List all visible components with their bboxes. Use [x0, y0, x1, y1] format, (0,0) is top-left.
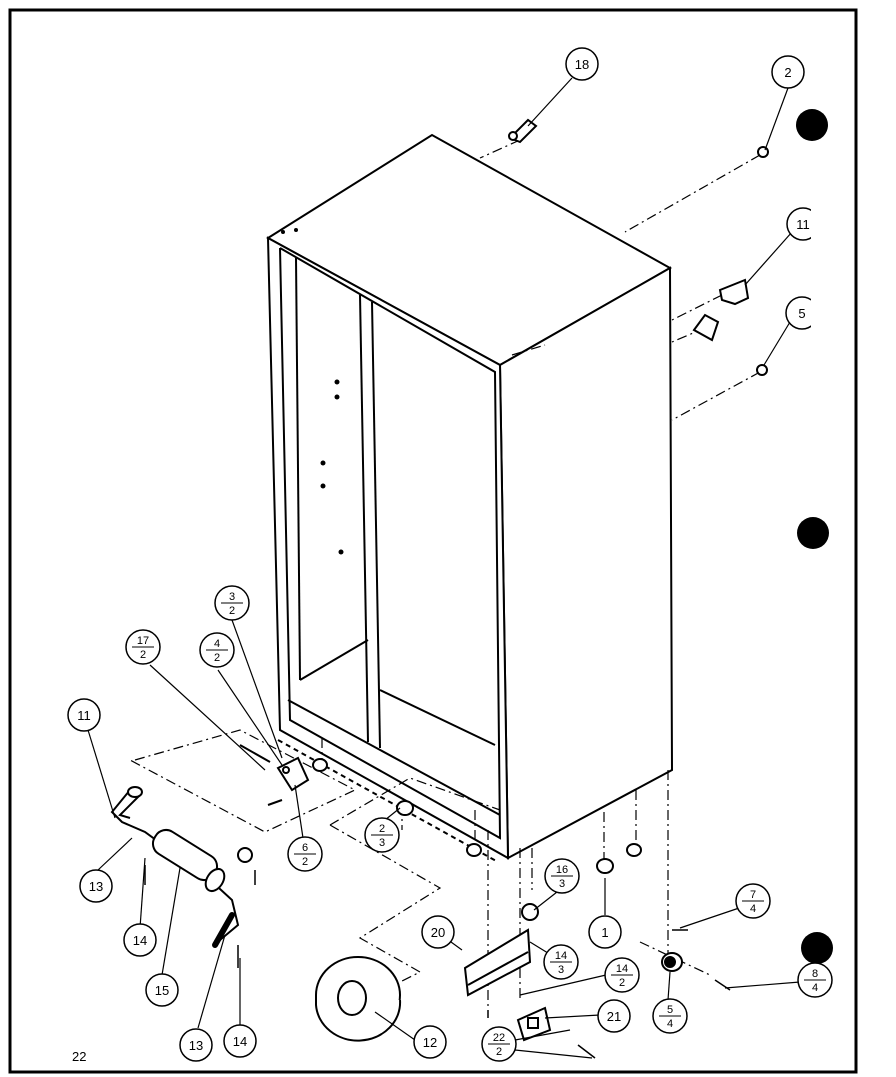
svg-text:21: 21: [607, 1009, 621, 1024]
svg-text:5: 5: [798, 306, 805, 321]
callout-14-2: 14 2: [604, 957, 640, 993]
callout-13-upper: 13: [79, 869, 113, 903]
callout-2-3: 2 3: [364, 817, 400, 853]
callout-4-2: 4 2: [199, 632, 235, 668]
registration-dot-top: [796, 109, 828, 141]
svg-text:11: 11: [796, 217, 810, 232]
svg-text:2: 2: [784, 65, 791, 80]
svg-text:11: 11: [77, 708, 91, 723]
page-border: [8, 8, 858, 1074]
svg-text:20: 20: [431, 925, 445, 940]
cabinet: [266, 133, 674, 863]
callout-14-upper: 14: [123, 923, 157, 957]
callout-17-2: 17 2: [125, 629, 161, 665]
svg-text:4: 4: [214, 638, 220, 650]
hinge-bracket-11: [692, 278, 750, 342]
callout-20: 20: [421, 915, 455, 949]
svg-text:22: 22: [493, 1032, 505, 1044]
svg-text:15: 15: [155, 983, 169, 998]
callout-13-lower: 13: [179, 1028, 213, 1062]
hinge-pin-18: [508, 118, 538, 144]
svg-text:3: 3: [229, 591, 235, 603]
svg-text:2: 2: [379, 823, 385, 835]
callout-12: 12: [413, 1025, 447, 1059]
callout-8-4: 8 4: [797, 962, 833, 998]
page-edge-mask: [811, 190, 851, 350]
svg-text:14: 14: [133, 933, 147, 948]
bolt-2-top: [757, 146, 769, 158]
svg-text:3: 3: [379, 837, 385, 849]
drain-pan-12: [315, 956, 402, 1042]
svg-text:17: 17: [137, 635, 149, 647]
screws-small: [144, 865, 731, 1059]
svg-text:2: 2: [496, 1046, 502, 1058]
svg-text:2: 2: [140, 649, 146, 661]
svg-text:2: 2: [229, 605, 235, 617]
svg-text:4: 4: [812, 982, 818, 994]
callout-5-4: 5 4: [652, 998, 688, 1034]
svg-text:2: 2: [214, 652, 220, 664]
callout-16-3: 16 3: [544, 858, 580, 894]
svg-text:13: 13: [189, 1038, 203, 1053]
cabinet-holes: [281, 228, 344, 555]
svg-text:7: 7: [750, 889, 756, 901]
callout-18: 18: [565, 47, 599, 81]
callout-6-2: 6 2: [287, 836, 323, 872]
leader-lines: [87, 77, 801, 1059]
bracket-21: [516, 1006, 552, 1042]
svg-text:3: 3: [559, 878, 565, 890]
callout-21: 21: [597, 999, 631, 1033]
callout-3-2: 3 2: [214, 585, 250, 621]
registration-dot-middle: [797, 517, 829, 549]
page-number: 22: [72, 1049, 86, 1064]
roller-5-4: [661, 952, 683, 972]
svg-text:14: 14: [616, 963, 628, 975]
svg-text:14: 14: [233, 1034, 247, 1049]
callout-14-lower: 14: [223, 1024, 257, 1058]
svg-text:14: 14: [555, 950, 567, 962]
guide-lines: [129, 139, 761, 1010]
hinge-assembly-front: [239, 744, 310, 806]
svg-text:18: 18: [575, 57, 589, 72]
callout-1: 1: [588, 915, 622, 949]
svg-text:16: 16: [556, 864, 568, 876]
callout-11-left: 11: [67, 698, 101, 732]
svg-text:3: 3: [558, 964, 564, 976]
svg-text:4: 4: [667, 1018, 673, 1030]
callout-2-top: 2: [771, 55, 805, 89]
callout-22-2: 22 2: [481, 1026, 517, 1062]
leveling-feet: [237, 758, 642, 921]
svg-text:2: 2: [619, 977, 625, 989]
screw-5-right: [756, 364, 768, 376]
callout-14-3: 14 3: [543, 944, 579, 980]
callout-7-4: 7 4: [735, 883, 771, 919]
svg-text:4: 4: [750, 903, 756, 915]
svg-text:12: 12: [423, 1035, 437, 1050]
svg-text:5: 5: [667, 1004, 673, 1016]
registration-dot-bottom: [801, 932, 833, 964]
callout-5-right: 5: [785, 296, 819, 330]
callout-15: 15: [145, 973, 179, 1007]
svg-text:6: 6: [302, 842, 308, 854]
svg-text:8: 8: [812, 968, 818, 980]
drain-tube: [110, 786, 240, 948]
svg-text:1: 1: [601, 925, 608, 940]
svg-text:13: 13: [89, 879, 103, 894]
front-grille-20: [463, 928, 532, 997]
svg-text:2: 2: [302, 856, 308, 868]
